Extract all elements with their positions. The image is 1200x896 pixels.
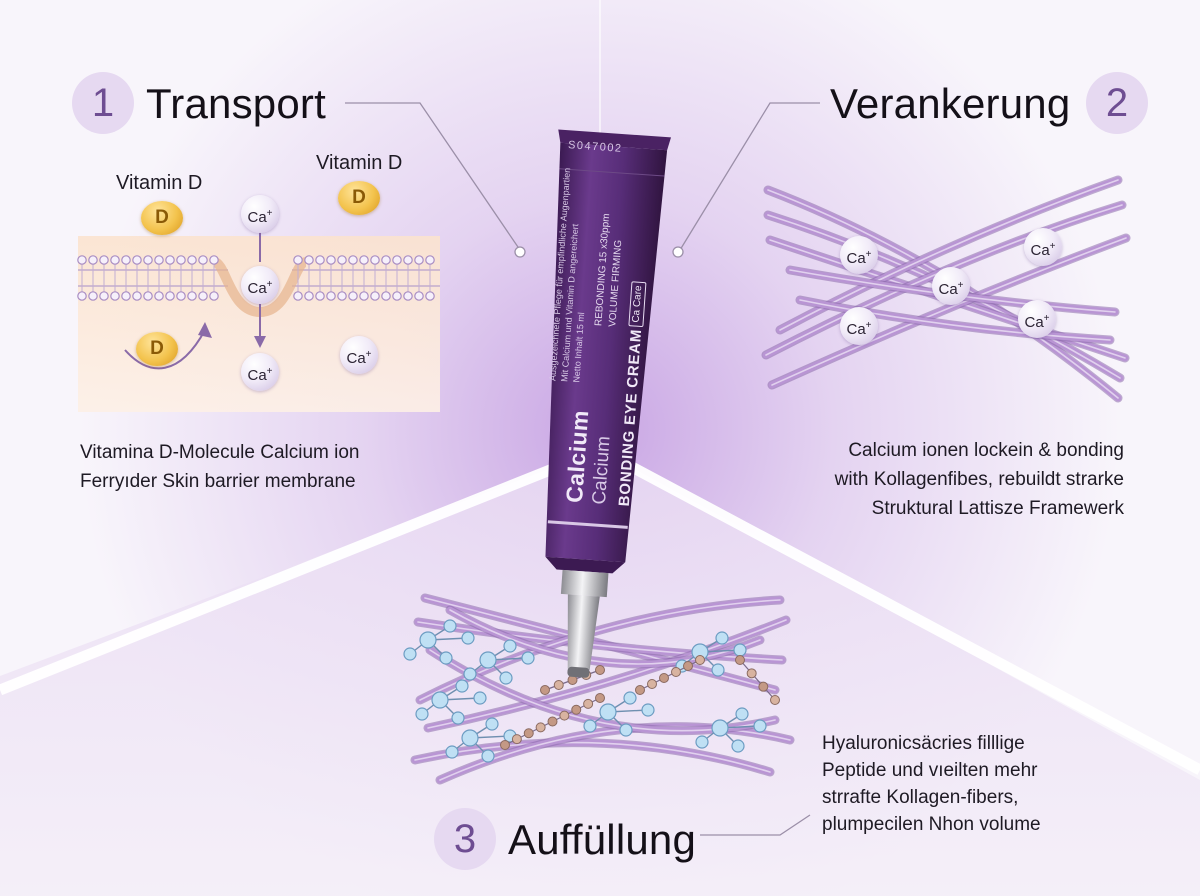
tube-product-name: BONDING EYE CREAM bbox=[615, 328, 646, 507]
verankerung-description: Calcium ionen lockein & bonding with Kol… bbox=[834, 440, 1124, 519]
calcium-ion: Ca+ bbox=[932, 267, 970, 305]
step-2-title: Verankerung bbox=[830, 80, 1071, 127]
calcium-ion: Ca+ bbox=[840, 236, 878, 274]
tube-subline: VOLUME FIRMING bbox=[607, 239, 625, 328]
step-1-title: Transport bbox=[146, 80, 326, 127]
connector-lines bbox=[345, 102, 820, 836]
calcium-ion: Ca+ bbox=[241, 266, 279, 304]
vitamin-d-label-left: Vitamin D bbox=[116, 172, 203, 194]
auffuellung-description: Hyaluronicsäcries filllige Peptide und v… bbox=[822, 733, 1041, 835]
vitamin-d-molecule: D bbox=[141, 201, 183, 235]
step-1-number: 1 bbox=[72, 72, 134, 134]
tube-brand-sub: Calcium bbox=[588, 435, 615, 506]
step-3-number: 3 bbox=[434, 808, 496, 870]
calcium-ion: Ca+ bbox=[340, 336, 378, 374]
calcium-ion: Ca+ bbox=[1024, 228, 1062, 266]
vitamin-d-molecule: D bbox=[338, 181, 380, 215]
vitamin-d-label-right: Vitamin D bbox=[316, 152, 403, 174]
calcium-ion: Ca+ bbox=[1018, 300, 1056, 338]
eye-cream-tube bbox=[545, 129, 672, 678]
hyaluronic-peptide-molecules bbox=[403, 619, 780, 763]
calcium-ion: Ca+ bbox=[840, 307, 878, 345]
calcium-ion: Ca+ bbox=[241, 195, 279, 233]
calcium-ion: Ca+ bbox=[241, 353, 279, 391]
step-2-number: 2 bbox=[1086, 72, 1148, 134]
step-3-title: Auffüllung bbox=[508, 816, 697, 863]
vitamin-d-molecule: D bbox=[136, 332, 178, 366]
tube-fine-print: Netto Inhalt 15 ml bbox=[571, 311, 587, 383]
tube-logo: Ca Care bbox=[628, 280, 647, 328]
transport-description: Vitamina D-Molecule Calcium ion Ferryıde… bbox=[80, 442, 360, 492]
